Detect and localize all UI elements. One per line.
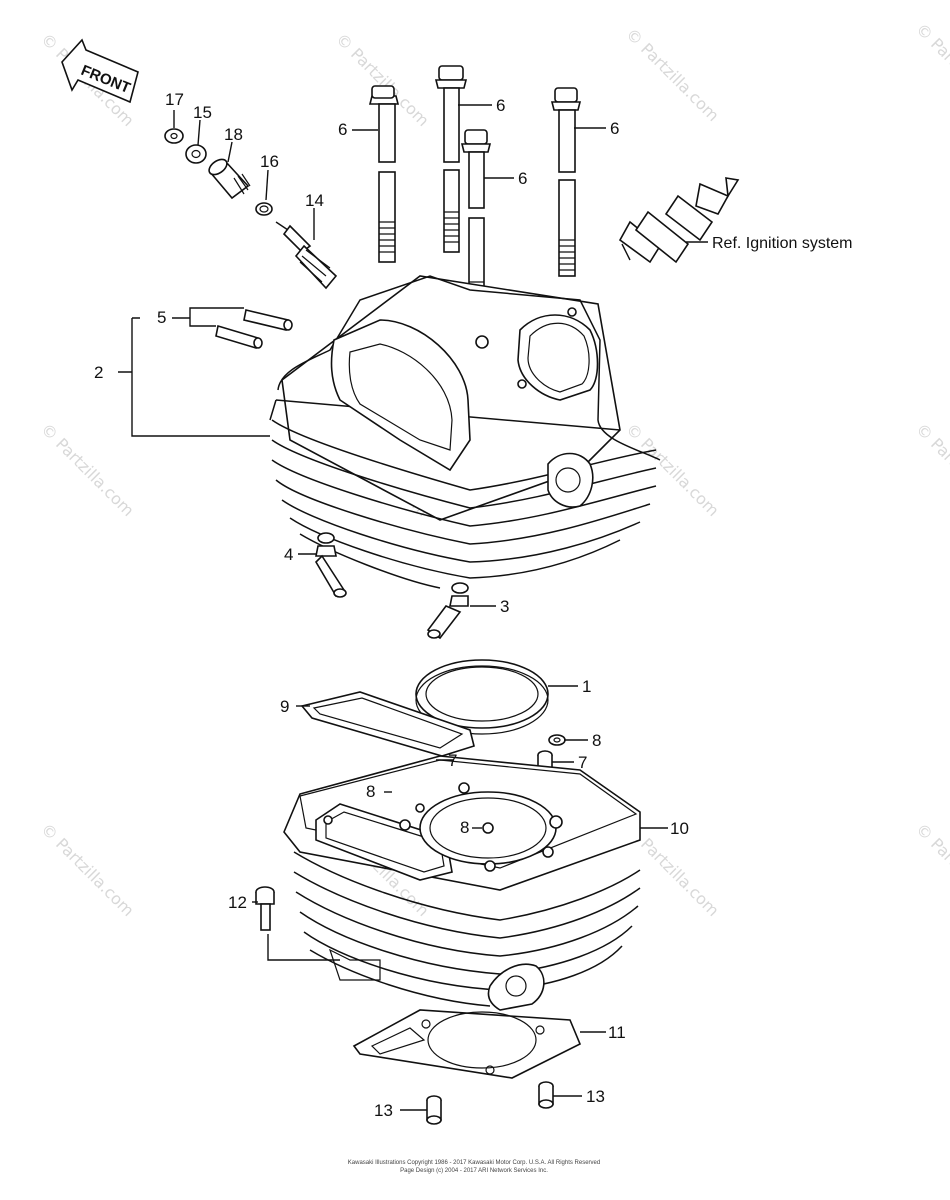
watermark-4: © Partzilla.com	[912, 19, 950, 120]
stud-6-d	[550, 87, 582, 277]
watermark-3: © Partzilla.com	[622, 24, 723, 125]
callout-11: 11	[608, 1023, 626, 1042]
seal-15	[185, 144, 207, 164]
callout-leader-12-bracket	[267, 934, 340, 961]
valve-guide-3	[426, 582, 469, 640]
callout-5: 5	[157, 308, 166, 327]
spark-plug-icon	[618, 177, 740, 264]
dowel-13-b	[538, 1081, 554, 1109]
reference-ignition-label: Ref. Ignition system	[712, 235, 853, 252]
gasket-9	[300, 691, 475, 757]
bolt-12	[255, 886, 275, 931]
callout-14: 14	[305, 191, 324, 210]
dowel-pin-5-b	[215, 324, 263, 350]
o-ring-16	[255, 202, 273, 216]
callout-3: 3	[500, 597, 509, 616]
callout-15: 15	[193, 103, 212, 122]
callout-13-a: 13	[374, 1101, 393, 1120]
callout-12: 12	[228, 893, 247, 912]
copyright-line-2: Page Design (c) 2004 - 2017 ARI Network …	[400, 1168, 548, 1174]
nut-8-a	[548, 734, 566, 746]
fitting-18	[208, 158, 251, 200]
callout-8-a: 8	[592, 731, 601, 750]
callout-17: 17	[165, 90, 184, 109]
watermark-8: © Partzilla.com	[912, 419, 950, 520]
callout-8-c: 8	[460, 818, 469, 837]
base-gasket-11	[352, 1009, 582, 1079]
callout-bracket-2	[118, 317, 270, 437]
watermark-5: © Partzilla.com	[37, 419, 138, 520]
stud-6-b	[434, 65, 468, 253]
valve-guide-4	[314, 532, 347, 598]
copyright-line-1: Kawasaki Illustrations Copyright 1986 - …	[348, 1160, 600, 1166]
callout-7-a: 7	[448, 751, 457, 770]
callout-6-a: 6	[338, 120, 347, 139]
watermark-9: © Partzilla.com	[37, 819, 138, 920]
dowel-pin-5-a	[243, 309, 293, 331]
head-gasket-1	[415, 659, 549, 735]
leader-lines	[173, 104, 708, 1111]
cylinder-head-2	[269, 275, 661, 589]
callout-7-b: 7	[578, 753, 587, 772]
callout-10: 10	[670, 819, 689, 838]
callout-1: 1	[582, 677, 591, 696]
callout-8-b: 8	[366, 782, 375, 801]
cylinder-block-10	[283, 755, 641, 1011]
callout-2: 2	[94, 363, 103, 382]
washer-17	[164, 128, 184, 144]
watermark-7: © Partzilla.com	[622, 419, 723, 520]
callout-6-b: 6	[496, 96, 505, 115]
watermark-12: © Partzilla.com	[912, 819, 950, 920]
callout-18: 18	[224, 125, 243, 144]
stud-6-a	[368, 85, 400, 263]
callout-4: 4	[284, 545, 293, 564]
tachometer-gear-14	[275, 221, 338, 290]
callout-9: 9	[280, 697, 289, 716]
callout-16: 16	[260, 152, 279, 171]
callout-bracket-5	[172, 307, 244, 327]
callout-labels: 17 15 18 16 14 6 6 6 6 Ref. Ignition sys…	[94, 90, 853, 1120]
callout-6-c: 6	[518, 169, 527, 188]
dowel-13-a	[426, 1095, 442, 1125]
callout-13-b: 13	[586, 1087, 605, 1106]
callout-6-d: 6	[610, 119, 619, 138]
